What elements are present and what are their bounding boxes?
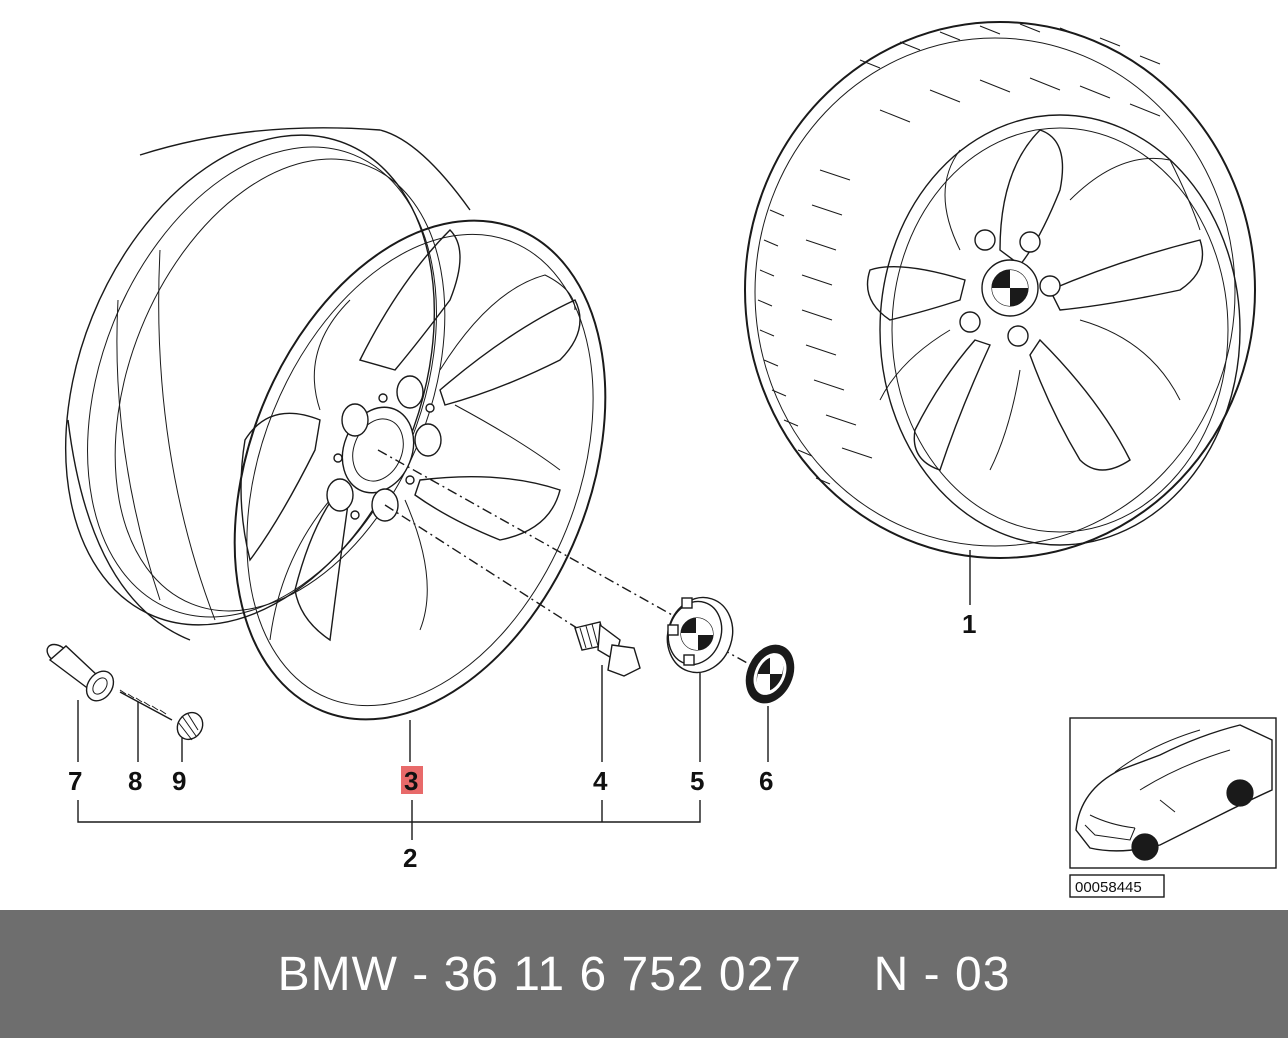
callout-9: 9 (172, 766, 186, 796)
valve-drawing (46, 643, 204, 741)
car-locator-inset: 00058445 (1069, 717, 1277, 898)
callout-4: 4 (593, 766, 608, 796)
rim-drawing (64, 127, 607, 721)
callout-8: 8 (128, 766, 142, 796)
callout-1: 1 (962, 609, 976, 639)
locator-rear-wheel-icon (1226, 779, 1254, 807)
callout-3-highlight (401, 766, 423, 794)
complete-wheel-drawing (744, 21, 1256, 559)
callout-2: 2 (403, 843, 417, 873)
callout-7: 7 (68, 766, 82, 796)
assembly-line-bolt (384, 504, 581, 631)
wheel-bolt-drawing (574, 621, 641, 677)
leader-lines (77, 550, 971, 840)
locator-front-wheel-icon (1131, 833, 1159, 861)
assembly-line-cap (377, 449, 691, 626)
inset-id: 00058445 (1075, 879, 1142, 896)
callout-6: 6 (759, 766, 773, 796)
badge-drawing (745, 644, 795, 704)
parts-diagram: 1 3 4 5 6 7 8 9 2 00058445 (46, 21, 1277, 898)
callout-5: 5 (690, 766, 704, 796)
callout-3: 3 (404, 766, 418, 796)
center-cap-drawing (666, 596, 734, 674)
part-number-text: BMW - 36 11 6 752 027 N - 03 (277, 947, 1011, 1001)
part-number-banner: BMW - 36 11 6 752 027 N - 03 (0, 910, 1288, 1038)
